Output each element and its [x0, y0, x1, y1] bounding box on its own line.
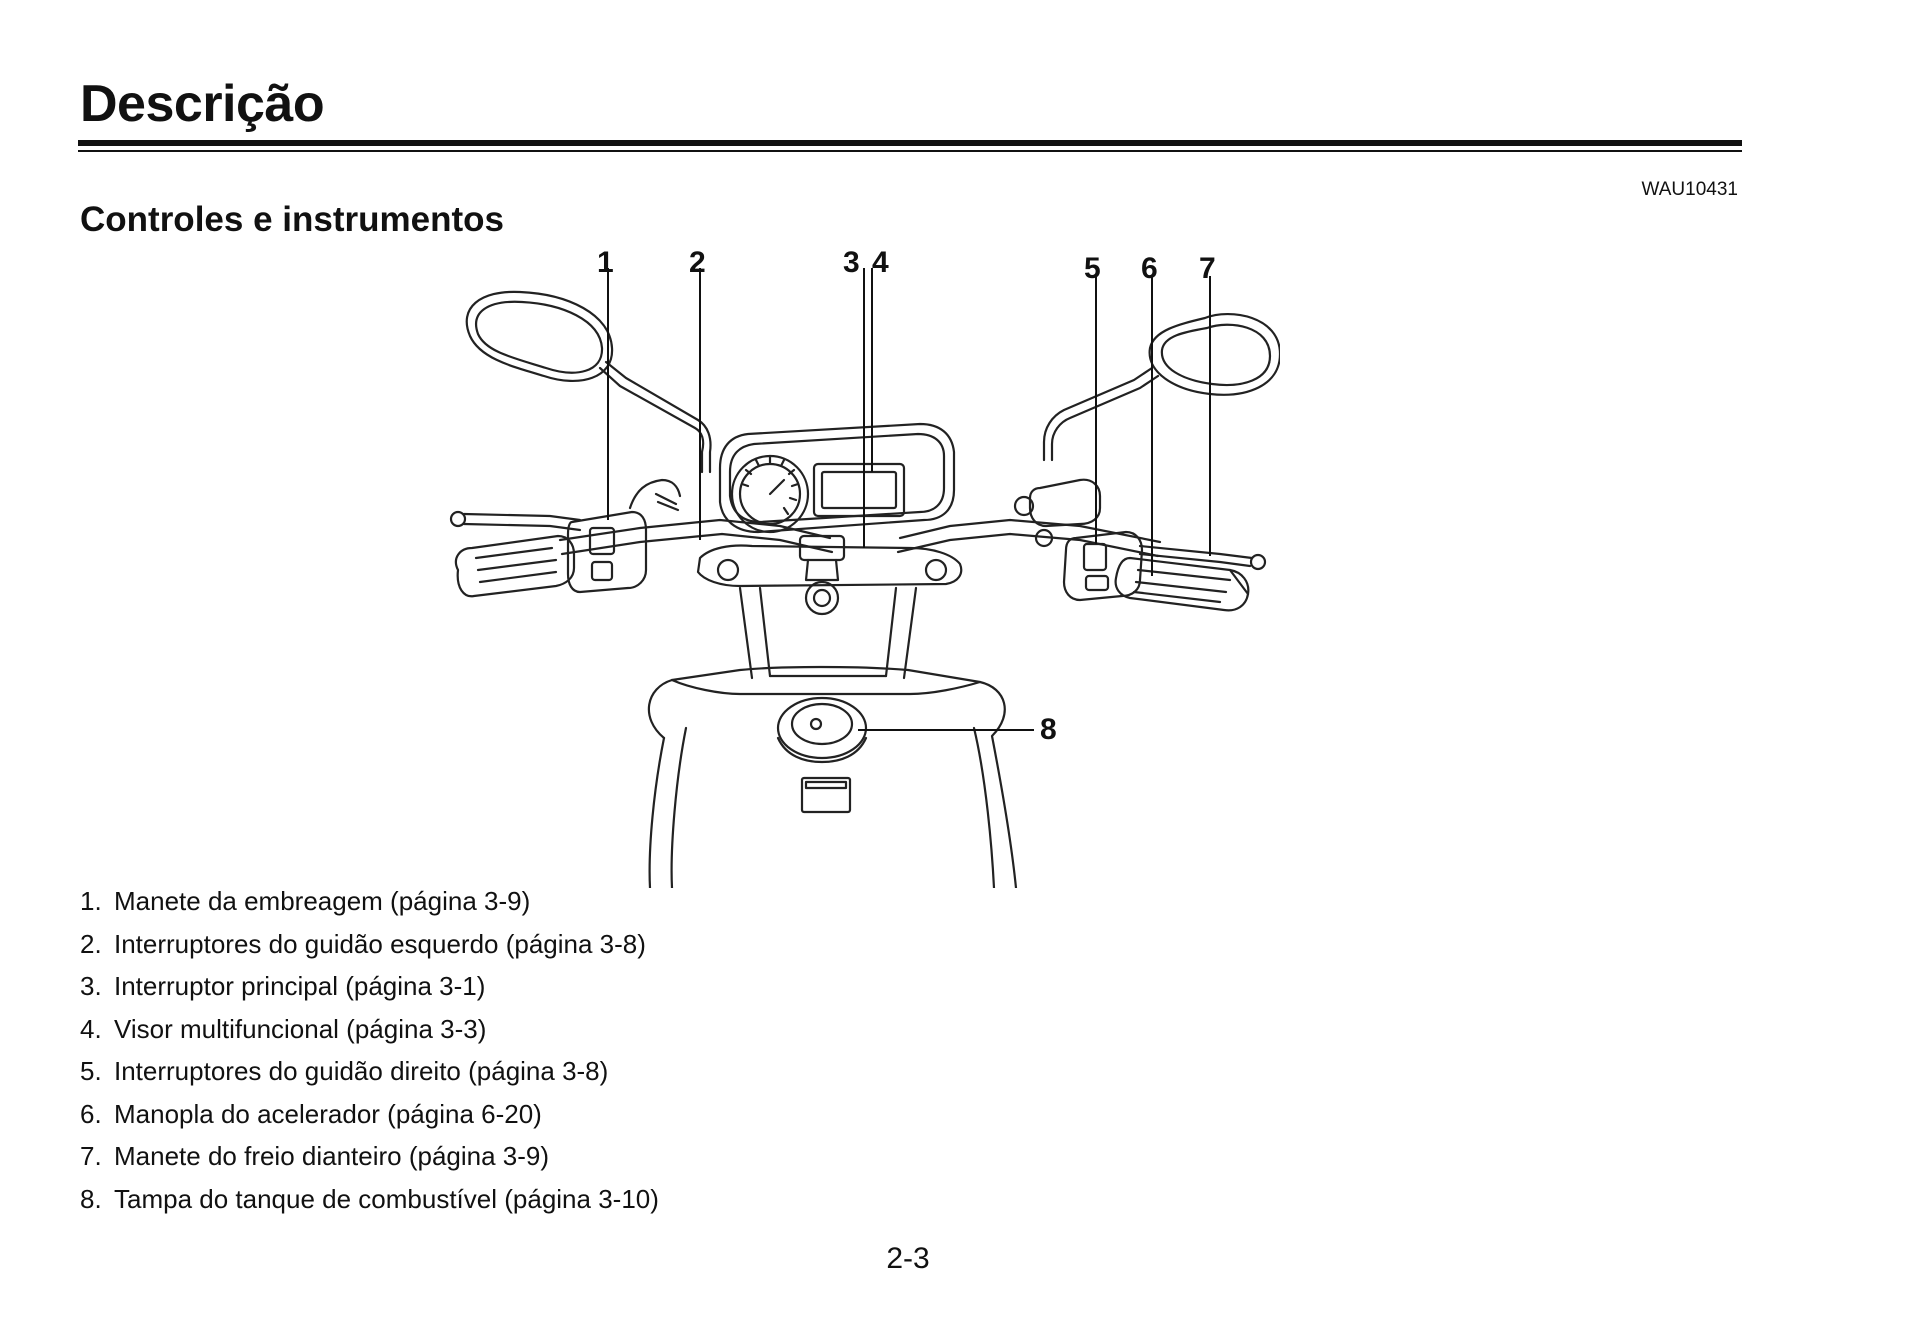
legend-text: Interruptor principal (página 3-1)	[114, 971, 486, 1001]
legend-item: 4. Visor multifuncional (página 3-3)	[80, 1008, 659, 1051]
legend-text: Manopla do acelerador (página 6-20)	[114, 1098, 542, 1129]
right-mirror	[1148, 312, 1280, 396]
fuel-label	[800, 776, 852, 814]
legend-item: 3. Interruptor principal (página 3-1)	[80, 965, 659, 1008]
legend-number: 1.	[80, 886, 102, 916]
left-switch-housing	[566, 510, 648, 594]
callout-8: 8	[1040, 713, 1057, 746]
left-grip	[454, 534, 576, 598]
legend-text: Interruptores do guidão esquerdo (página…	[114, 928, 646, 959]
legend-text: Manete da embreagem (página 3-9)	[114, 886, 531, 916]
legend-item: 8. Tampa do tanque de combustível (página…	[80, 1178, 659, 1221]
legend-number: 2.	[80, 928, 102, 959]
callout-7: 7	[1199, 252, 1216, 285]
page-number: 2-3	[886, 1242, 930, 1275]
callout-5: 5	[1084, 252, 1101, 285]
legend-text: Tampa do tanque de combustível (página 3…	[114, 1183, 659, 1214]
right-grip	[1114, 556, 1250, 612]
motorcycle-illustration	[449, 268, 1280, 888]
legend-item: 2. Interruptores do guidão esquerdo (pági…	[80, 923, 659, 966]
legend-number: 8.	[80, 1183, 102, 1214]
brake-lever	[1138, 544, 1254, 560]
callout-6: 6	[1141, 252, 1158, 285]
legend-number: 3.	[80, 971, 102, 1001]
legend-item: 1. Manete da embreagem (página 3-9)	[80, 880, 659, 923]
callout-3: 3	[843, 246, 860, 279]
multifunction-display	[812, 462, 906, 518]
instrument-cluster	[718, 422, 956, 534]
legend-number: 6.	[80, 1098, 102, 1129]
callout-1: 1	[597, 246, 614, 279]
header-rule-thick	[78, 140, 1742, 146]
callout-2: 2	[689, 246, 706, 279]
legend-item: 7. Manete do freio dianteiro (página 3-9)	[80, 1135, 659, 1178]
legend-text: Manete do freio dianteiro (página 3-9)	[114, 1141, 550, 1171]
document-code: WAU10431	[1641, 179, 1738, 200]
fuel-cap	[776, 696, 868, 760]
legend-number: 5.	[80, 1056, 102, 1086]
page-title: Descrição	[80, 75, 325, 133]
left-mirror	[465, 290, 614, 383]
legend-text: Visor multifuncional (página 3-3)	[114, 1013, 487, 1044]
legend-list: 1. Manete da embreagem (página 3-9) 2. Int…	[80, 880, 659, 1220]
section-title: Controles e instrumentos	[80, 200, 504, 239]
callout-4: 4	[872, 246, 889, 279]
legend-item: 6. Manopla do acelerador (página 6-20)	[80, 1093, 659, 1136]
legend-item: 5. Interruptores do guidão direito (págin…	[80, 1050, 659, 1093]
clutch-lever	[462, 512, 582, 522]
legend-number: 7.	[80, 1141, 102, 1171]
right-switch-housing	[1062, 530, 1144, 602]
legend-number: 4.	[80, 1013, 102, 1044]
handlebar-diagram: 1 2 3 4 5 6 7 8	[440, 248, 1280, 888]
header-rule-thin	[78, 150, 1742, 152]
fuel-tank	[647, 665, 1018, 888]
legend-text: Interruptores do guidão direito (página …	[114, 1056, 609, 1086]
